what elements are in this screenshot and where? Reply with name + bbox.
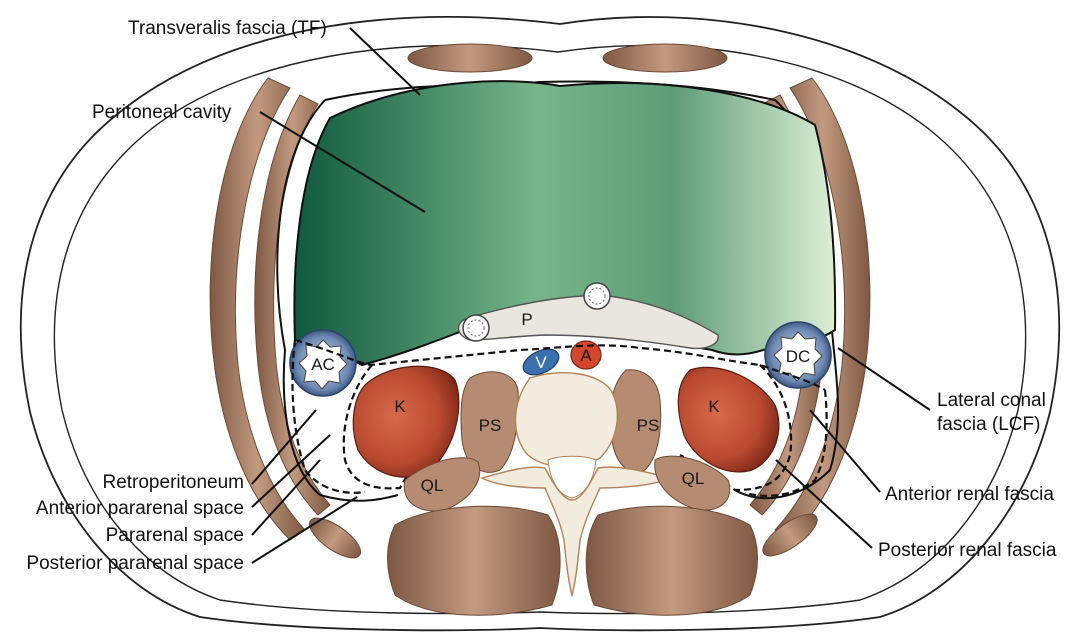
posterior-renal-fascia-label: Posterior renal fascia [878,540,1057,561]
left-psoas-muscle: PS [460,371,519,473]
left-paraspinal-muscle [387,505,561,616]
rectus-muscle-left [407,43,533,73]
mesenteric-vessel-left [462,314,490,342]
anterior-renal-fascia-dashed [294,338,826,391]
right-quadratus-lumborum: QL [654,455,731,511]
lateral-conal-fascia-label-line1: Lateral conal [937,390,1046,411]
lateral-conal-fascia-leader [837,347,931,411]
transversalis-fascia-label: Transveralis fascia (TF) [128,18,327,39]
right-paraspinal-muscle [585,505,758,616]
left-kidney-label: K [394,397,406,416]
anterior-renal-fascia-leader [809,409,881,493]
anterior-pararenal-space-leader [251,434,331,508]
ascending-colon: AC [289,329,357,397]
inferior-vena-cava: V [522,348,560,376]
aorta-label: A [580,346,592,365]
aorta: A [570,340,602,370]
posterior-pararenal-space-label: Posterior pararenal space [26,553,244,574]
mesenteric-vessel-right [583,282,611,310]
retroperitoneum-label: Retroperitoneum [102,472,244,493]
peritoneal-cavity-label: Peritoneal cavity [92,102,232,123]
pancreas-label: P [521,310,532,329]
anterior-pararenal-space-label: Anterior pararenal space [36,498,244,519]
descending-colon-label: DC [786,347,811,366]
retroperitoneum-left-dashed [291,339,366,494]
pararenal-space-label: Pararenal space [106,525,244,546]
right-ql-label: QL [682,469,705,488]
left-psoas-label: PS [479,416,502,435]
posterior-renal-fascia-leader [775,459,873,549]
right-kidney-label: K [708,397,720,416]
ascending-colon-label: AC [311,355,335,374]
posterior-wall-muscle-right [762,513,818,557]
descending-colon: DC [764,321,832,389]
peritoneal-cavity-leader [259,111,426,213]
left-ql-label: QL [421,476,444,495]
retroperitoneum-right-dashed [744,389,828,497]
retroperitoneum-leader [251,409,317,485]
pararenal-space-leader [251,459,321,536]
anterior-renal-fascia-label: Anterior renal fascia [885,484,1054,505]
posterior-wall-muscle-left [308,517,362,559]
vertebra [480,372,673,598]
transversalis-fascia-leader [349,27,421,96]
left-quadratus-lumborum: QL [403,457,481,512]
right-psoas-label: PS [637,416,660,435]
lateral-conal-fascia-label-line2: fascia (LCF) [937,414,1040,435]
vein-label: V [535,353,547,372]
rectus-muscle-right [602,43,728,73]
right-kidney: K [677,366,780,473]
posterior-pararenal-space-leader [251,496,358,564]
left-perirenal-dashed [342,364,446,490]
